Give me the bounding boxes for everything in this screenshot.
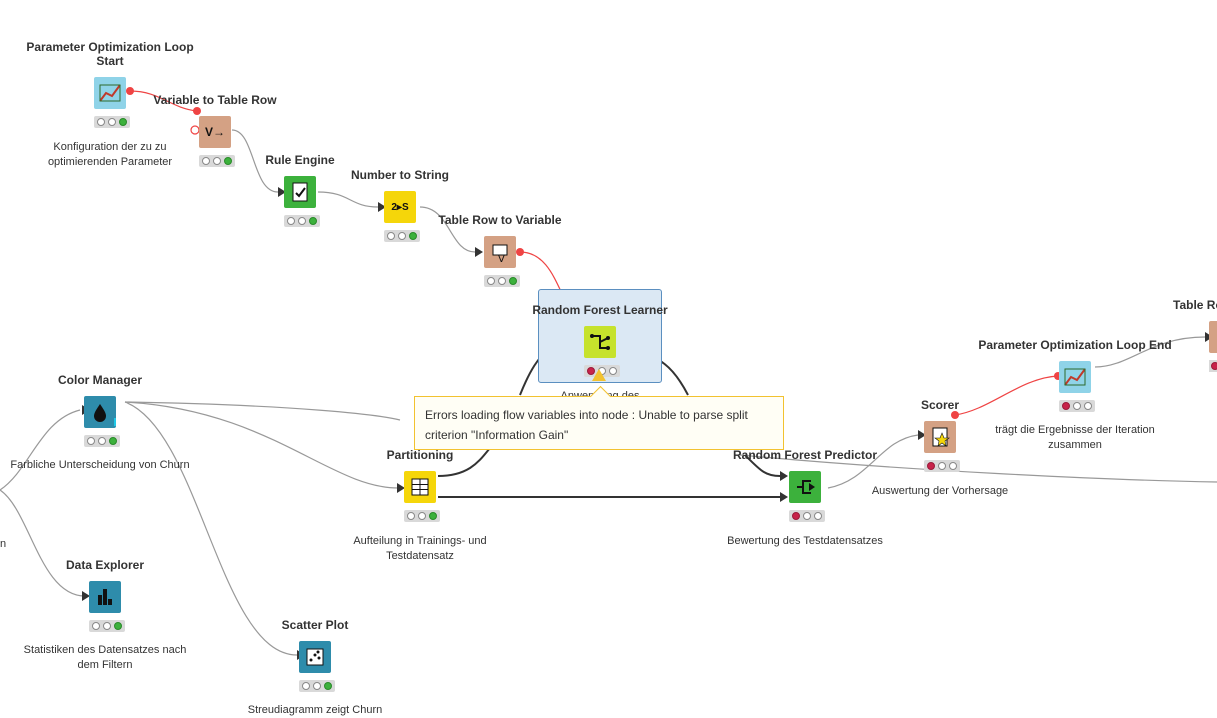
node-description: Farbliche Unterscheidung von Churn <box>10 459 190 471</box>
node-status <box>199 155 235 167</box>
warning-icon[interactable] <box>592 369 606 381</box>
node-description: Bewertung des Testdatensatzes <box>727 535 883 547</box>
node-status <box>1209 360 1217 372</box>
node-status <box>84 435 120 447</box>
svg-text:V: V <box>498 254 505 265</box>
node-description: Auswertung der Vorhersage <box>871 485 1009 497</box>
partitioning-icon[interactable] <box>404 471 436 503</box>
scorer-icon[interactable] <box>924 421 956 453</box>
random-forest-learner-icon[interactable] <box>584 326 616 358</box>
node-title: Table Row <box>1173 298 1217 312</box>
node-title: Rule Engine <box>265 153 335 167</box>
node-glyph: 2▸S <box>391 201 409 213</box>
node-status <box>1059 400 1095 412</box>
data-explorer-icon[interactable] <box>89 581 121 613</box>
node-title: Number to String <box>351 168 449 182</box>
node-status <box>284 215 320 227</box>
loop-end-icon[interactable] <box>1059 361 1091 393</box>
node-status <box>384 230 420 242</box>
color-manager-icon[interactable] <box>84 396 124 428</box>
node-status <box>924 460 960 472</box>
node-title: Parameter Optimization Loop End <box>978 338 1172 352</box>
table-row-icon[interactable] <box>1209 321 1217 353</box>
random-forest-predictor-icon[interactable] <box>789 471 821 503</box>
node-status <box>89 620 125 632</box>
scatter-plot-icon[interactable] <box>299 641 331 673</box>
variable-to-table-icon[interactable]: V→ <box>199 116 231 148</box>
node-glyph: V→ <box>204 125 225 139</box>
node-title: Data Explorer <box>65 558 145 572</box>
node-title: Table Row to Variable <box>438 213 562 227</box>
node-status <box>484 275 520 287</box>
node-description: Statistiken des Datensatzes nach dem Fil… <box>23 644 187 671</box>
node-title: Random Forest Learner <box>532 303 668 317</box>
node-description: Konfiguration der zu zu optimierenden Pa… <box>47 141 173 168</box>
node-status <box>299 680 335 692</box>
rule-engine-icon[interactable] <box>284 176 316 208</box>
table-row-to-variable-icon[interactable]: V <box>484 236 516 268</box>
tooltip-text: Errors loading flow variables into node … <box>425 408 748 442</box>
partial-annotation: n <box>0 538 7 550</box>
node-status <box>789 510 825 522</box>
node-status <box>94 116 130 128</box>
node-table-row-partial[interactable]: Table Row <box>1173 298 1217 378</box>
node-title: Parameter Optimization Loop Start <box>26 40 194 68</box>
loop-start-icon[interactable] <box>94 77 126 109</box>
node-title: Scorer <box>920 398 960 412</box>
node-title: Random Forest Predictor <box>732 448 878 462</box>
node-title: Scatter Plot <box>281 618 349 632</box>
node-status <box>404 510 440 522</box>
node-description: Streudiagramm zeigt Churn <box>247 704 383 716</box>
number-to-string-icon[interactable]: 2▸S <box>384 191 416 223</box>
node-description: trägt die Ergebnisse der Iteration zusam… <box>995 424 1155 451</box>
node-title: Variable to Table Row <box>153 93 277 107</box>
error-tooltip: Errors loading flow variables into node … <box>414 385 784 450</box>
node-title: Partitioning <box>386 448 454 462</box>
node-description: Aufteilung in Trainings- und Testdatensa… <box>353 535 487 562</box>
node-title: Color Manager <box>57 373 142 387</box>
